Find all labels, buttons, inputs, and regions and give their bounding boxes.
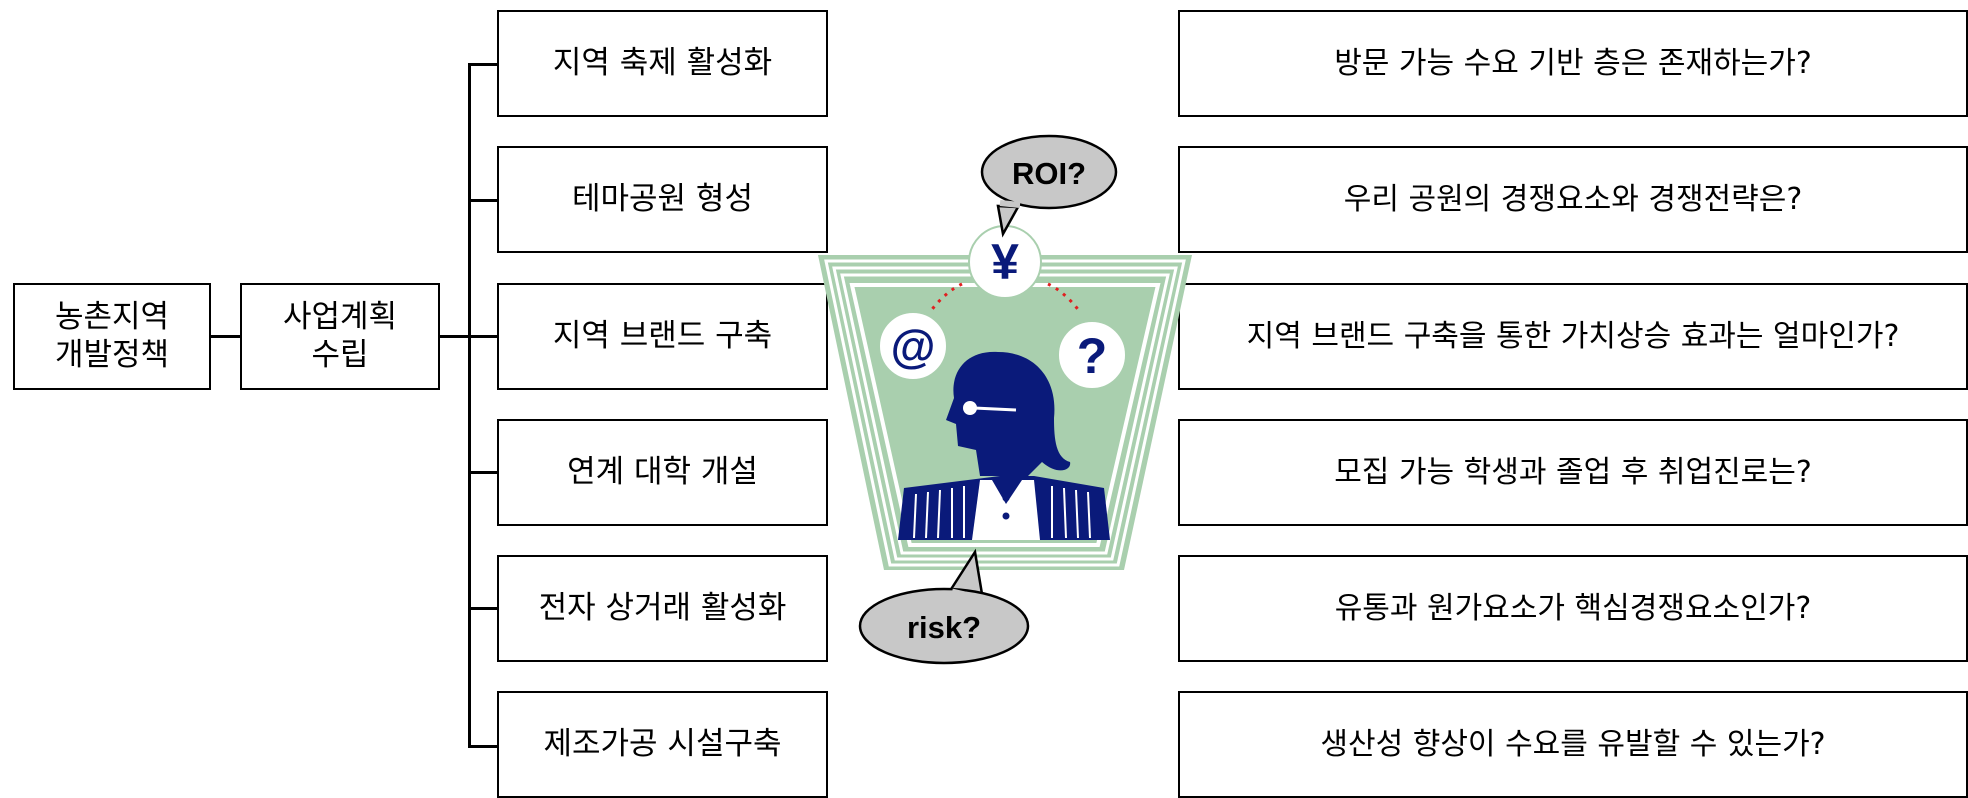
root-node-box: 농촌지역 개발정책 (13, 283, 211, 390)
connector-branch-4 (468, 471, 500, 474)
policy-box-5: 전자 상거래 활성화 (497, 555, 828, 662)
connector-branch-6 (468, 745, 500, 748)
question-box-6: 생산성 향상이 수요를 유발할 수 있는가? (1178, 691, 1968, 798)
connector-branch-3 (468, 335, 500, 338)
policy-label: 지역 축제 활성화 (552, 44, 773, 81)
connector-branch-2 (468, 199, 500, 202)
dotted-connector-right (1047, 282, 1082, 313)
policy-box-1: 지역 축제 활성화 (497, 10, 828, 117)
question-label: 생산성 향상이 수요를 유발할 수 있는가? (1320, 726, 1826, 762)
connector-trunk (468, 63, 471, 748)
question-box-1: 방문 가능 수요 기반 층은 존재하는가? (1178, 10, 1968, 117)
dotted-connector-left (928, 282, 963, 313)
connector-plan-trunk (438, 335, 470, 338)
question-box-2: 우리 공원의 경쟁요소와 경쟁전략은? (1178, 146, 1968, 253)
connector-branch-5 (468, 607, 500, 610)
at-coin-icon (878, 311, 948, 381)
person-silhouette-icon (898, 351, 1110, 540)
policy-box-4: 연계 대학 개설 (497, 419, 828, 526)
policy-label: 지역 브랜드 구축 (552, 317, 773, 354)
policy-box-3: 지역 브랜드 구축 (497, 283, 828, 390)
question-coin-icon (1057, 320, 1127, 390)
policy-box-2: 테마공원 형성 (497, 146, 828, 253)
connector-root-plan (209, 335, 241, 338)
connector-branch-1 (468, 63, 500, 66)
policy-label: 연계 대학 개설 (567, 453, 758, 490)
root-node-label: 농촌지역 개발정책 (54, 299, 170, 373)
yen-coin-text: ¥ (991, 234, 1019, 290)
question-coin-text: ? (1077, 328, 1108, 384)
at-coin-text: @ (891, 320, 936, 372)
policy-label: 전자 상거래 활성화 (538, 589, 787, 626)
question-label: 모집 가능 학생과 졸업 후 취업진로는? (1334, 454, 1812, 490)
policy-label: 제조가공 시설구축 (543, 725, 782, 762)
question-label: 유통과 원가요소가 핵심경쟁요소인가? (1334, 590, 1812, 626)
question-label: 방문 가능 수요 기반 층은 존재하는가? (1334, 45, 1812, 81)
roi-speech-bubble (980, 134, 1118, 238)
roi-bubble-text: ROI? (1012, 156, 1086, 191)
question-box-5: 유통과 원가요소가 핵심경쟁요소인가? (1178, 555, 1968, 662)
question-box-3: 지역 브랜드 구축을 통한 가치상승 효과는 얼마인가? (1178, 283, 1968, 390)
risk-speech-bubble (858, 548, 1030, 665)
plan-node-box: 사업계획 수립 (240, 283, 440, 390)
risk-bubble-text: risk? (907, 610, 981, 645)
question-label: 우리 공원의 경쟁요소와 경쟁전략은? (1343, 181, 1803, 217)
question-box-4: 모집 가능 학생과 졸업 후 취업진로는? (1178, 419, 1968, 526)
plan-node-label: 사업계획 수립 (282, 299, 398, 373)
question-label: 지역 브랜드 구축을 통한 가치상승 효과는 얼마인가? (1246, 318, 1900, 354)
policy-label: 테마공원 형성 (572, 180, 753, 217)
